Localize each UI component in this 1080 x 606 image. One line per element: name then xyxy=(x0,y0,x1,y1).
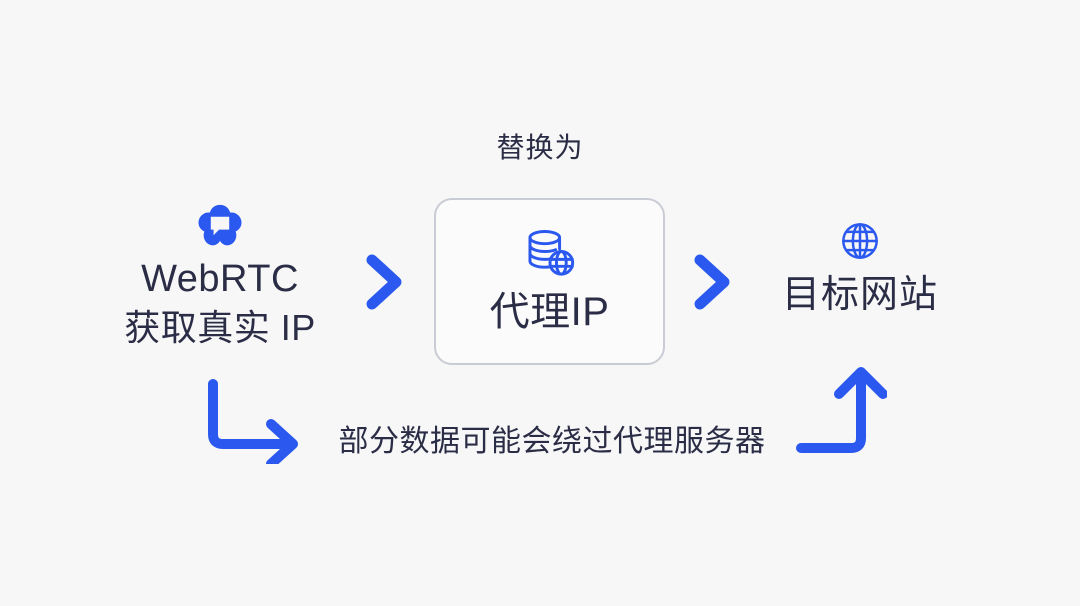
database-globe-icon xyxy=(527,229,574,276)
target-icon-wrap xyxy=(700,218,1020,264)
webrtc-label-line1: WebRTC xyxy=(141,258,299,300)
proxy-icon-wrap xyxy=(520,226,580,284)
webrtc-label-line2: 获取真实 IP xyxy=(124,307,316,348)
proxy-label: 代理IP xyxy=(489,289,610,334)
chevron-right-icon-2 xyxy=(694,254,730,310)
webrtc-blob-icon xyxy=(198,204,242,246)
replace-caption: 替换为 xyxy=(496,132,584,163)
arrow-down-right-elbow-icon xyxy=(208,379,298,464)
node-proxy-box[interactable]: 代理IP xyxy=(434,198,665,365)
leak-caption: 部分数据可能会绕过代理服务器 xyxy=(338,425,766,458)
webrtc-icon-wrap xyxy=(60,200,380,252)
arrow-right-up-elbow-icon xyxy=(796,367,887,453)
target-label: 目标网站 xyxy=(781,274,938,316)
node-target: 目标网站 xyxy=(700,218,1020,320)
node-webrtc: WebRTC 获取真实 IP xyxy=(60,200,380,352)
globe-icon xyxy=(842,223,878,259)
chevron-right-icon-1 xyxy=(366,254,402,310)
